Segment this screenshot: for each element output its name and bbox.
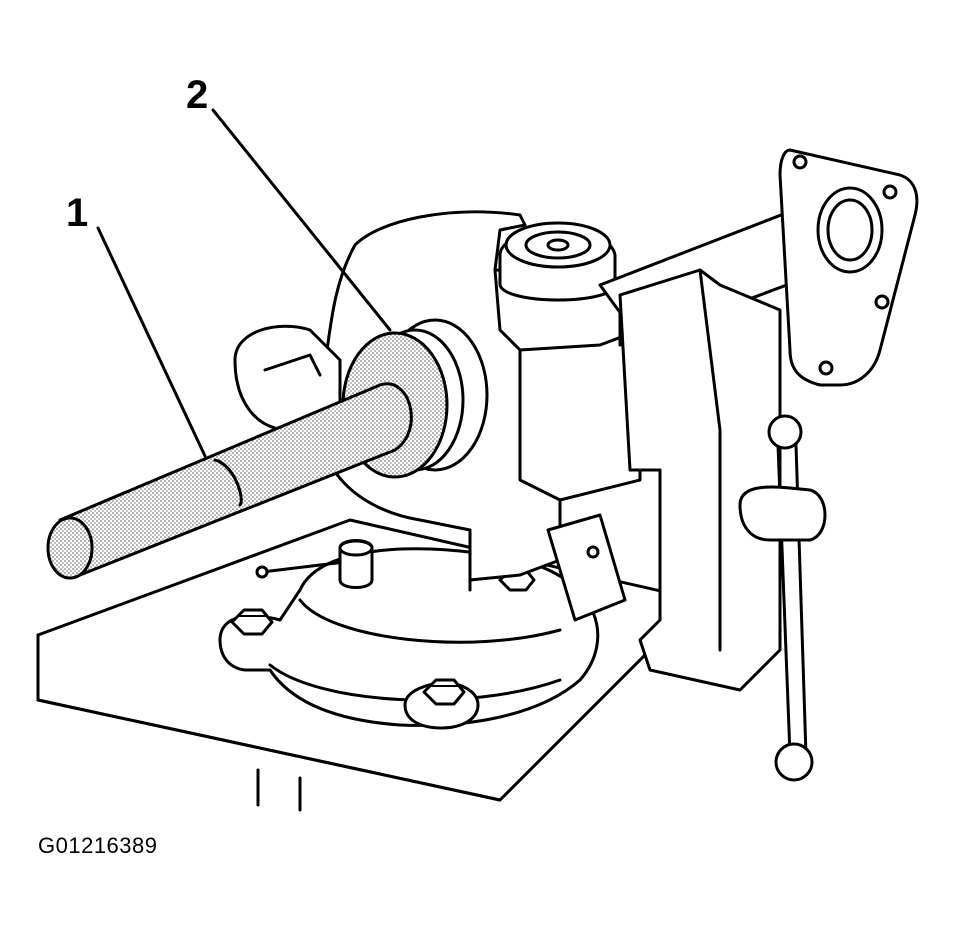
figure-id-label: G01216389 — [38, 833, 158, 858]
base-lock-lever — [255, 539, 374, 589]
vise-jaw — [546, 268, 782, 692]
vise-handle — [738, 414, 827, 782]
callout-2-label: 2 — [186, 73, 208, 117]
callout-1-label: 1 — [66, 191, 88, 235]
tool-shaft — [46, 382, 413, 580]
base-bolt-left — [230, 608, 274, 636]
mounting-flange — [778, 148, 919, 387]
rear-housing — [233, 324, 342, 432]
top-nut-cap — [498, 221, 617, 302]
base-bolt-front — [422, 678, 466, 706]
vise-swivel-base — [218, 547, 600, 730]
callout-1-leader — [96, 226, 207, 458]
callout-2-leader — [211, 108, 392, 332]
